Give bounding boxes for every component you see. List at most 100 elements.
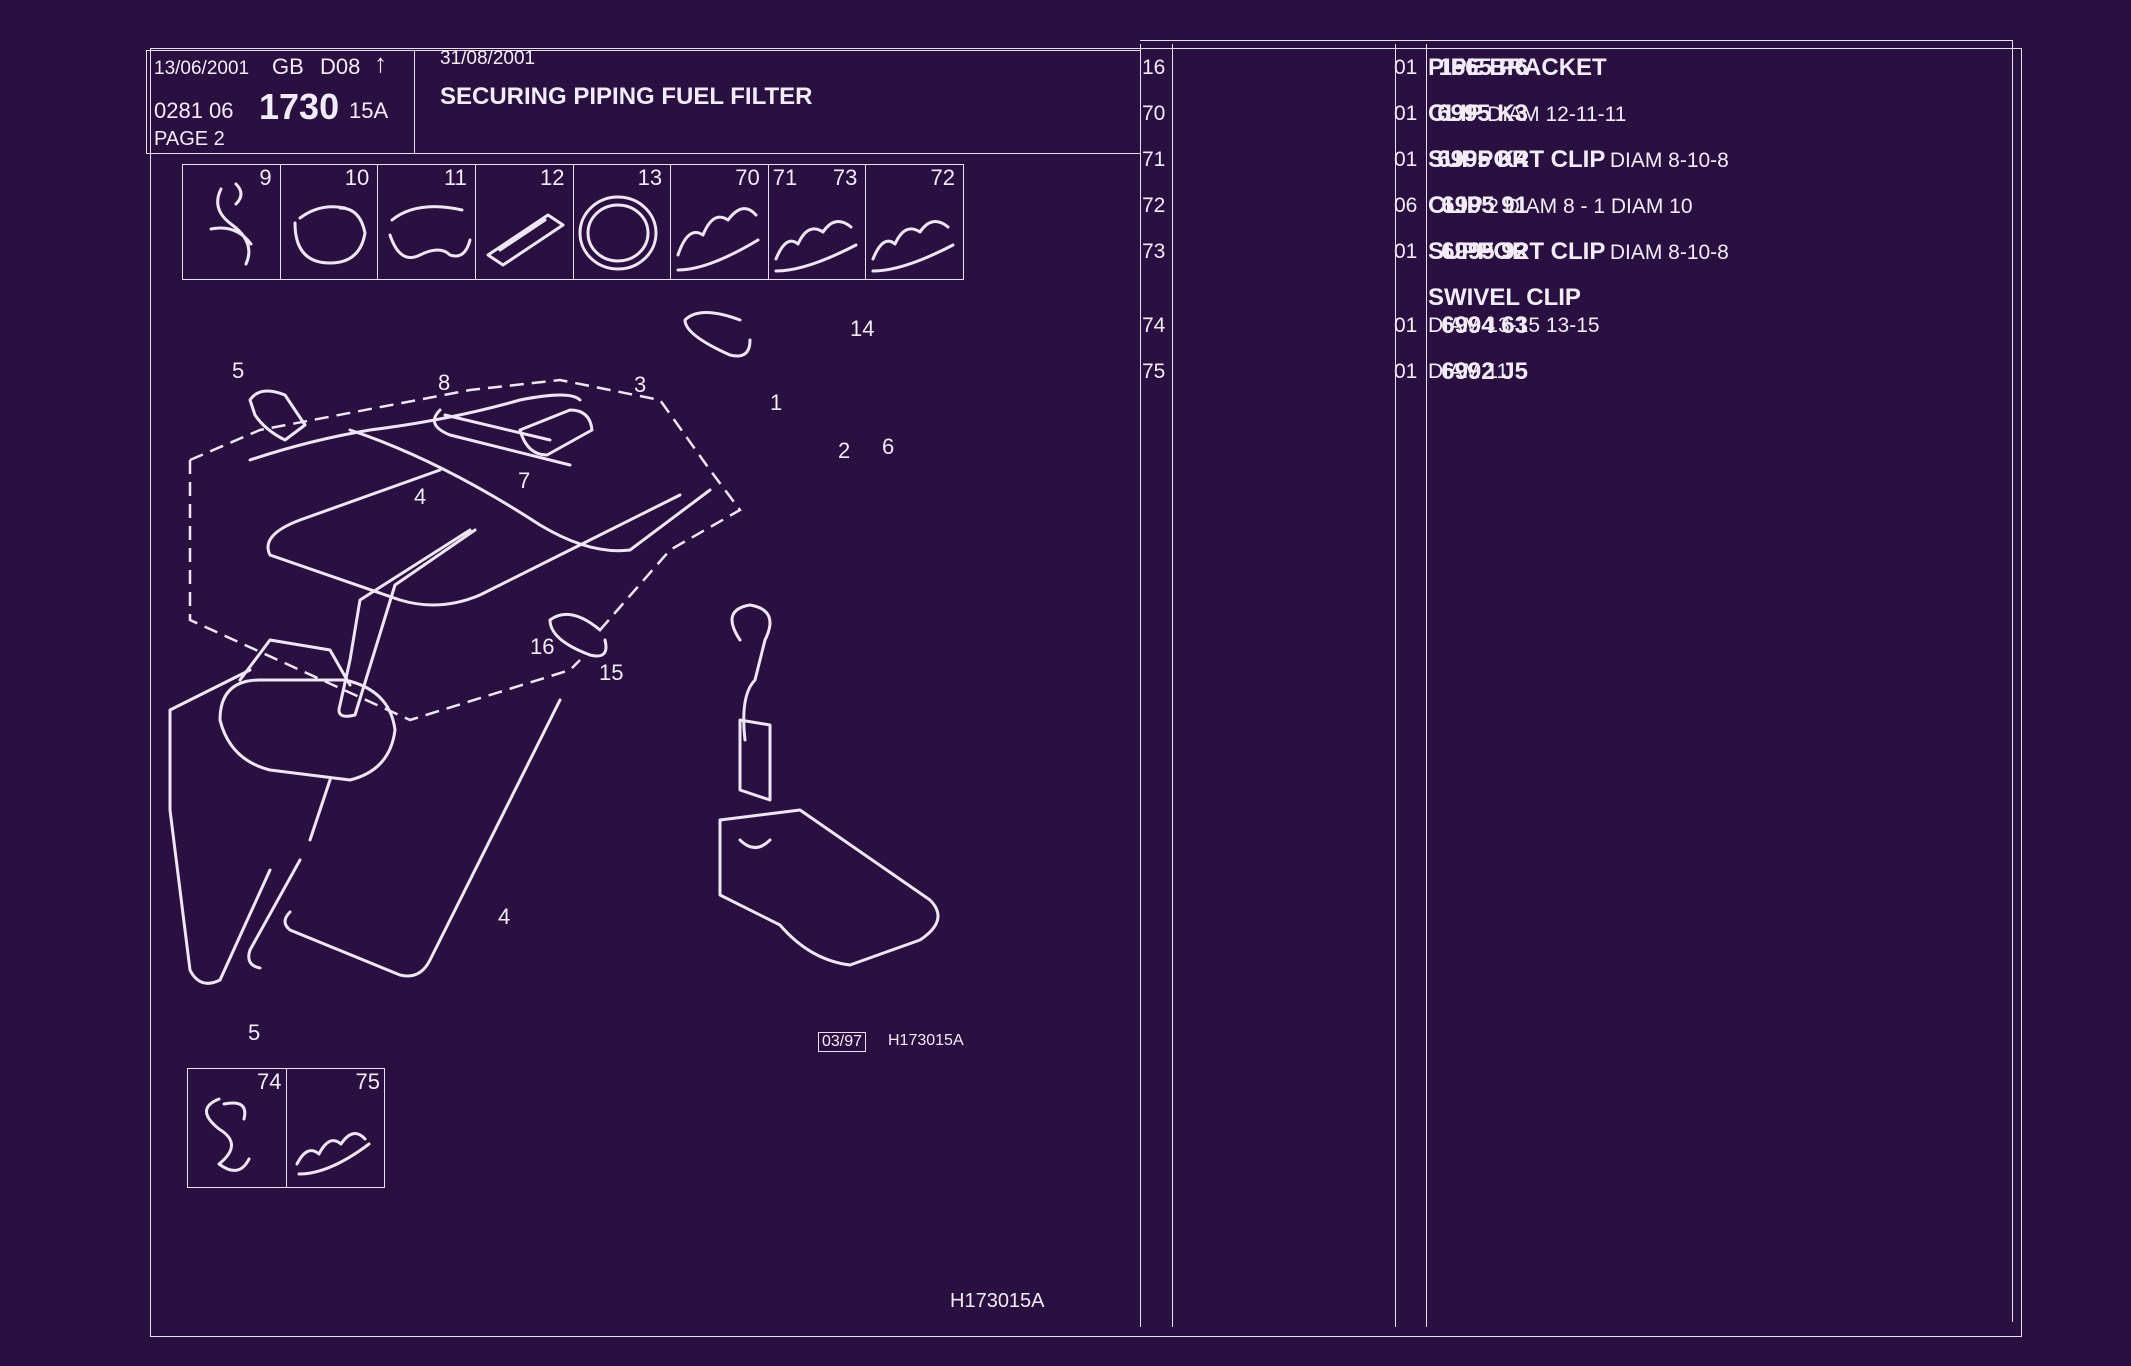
part-description: SUPPORT CLIP DIAM 8-10-8 — [1428, 238, 1729, 266]
callout-number: 14 — [850, 316, 875, 341]
part-name: SWIVEL CLIP — [1428, 284, 1581, 311]
part-index: 72 — [1142, 194, 1166, 217]
part-reference: 6994 63 — [1441, 312, 1528, 339]
thumbnail-label: 12 — [540, 165, 565, 190]
diagram-ref-code: H173015A — [888, 1032, 964, 1049]
date-right: 31/08/2001 — [440, 48, 536, 69]
header-divider — [414, 50, 415, 153]
thumbnail-label: 72 — [930, 165, 955, 190]
part-quantity: 01 — [1394, 148, 1418, 171]
clip-icon — [774, 220, 858, 273]
part-name: SUPPORT CLIP — [1428, 238, 1606, 265]
outer-frame — [150, 48, 2022, 1337]
page-title: SECURING PIPING FUEL FILTER — [440, 83, 813, 110]
clip-icon — [388, 205, 472, 259]
callout-number: 2 — [838, 438, 851, 463]
group-suffix: 15A — [349, 98, 389, 123]
part-detail: DIAM 8-10-8 — [1609, 149, 1729, 172]
column-divider-ref — [1395, 44, 1396, 1327]
date-left: 13/06/2001 — [154, 58, 250, 79]
parts-row: 70 6995 K3 01 CLIP DIAM 12-11-11 — [1142, 98, 2012, 138]
parts-row: 71 6995 K4 01 SUPPORT CLIP DIAM 8-10-8 — [1142, 144, 2012, 184]
clip-icon — [871, 220, 955, 273]
part-description: SWIVEL CLIP — [1428, 284, 1581, 312]
thumbnail-label: 13 — [637, 165, 663, 190]
fuel-tank — [718, 808, 940, 967]
callout-number: 7 — [518, 468, 531, 493]
hose-15 — [548, 612, 608, 658]
thumbnail-label: 70 — [735, 165, 760, 190]
part-quantity: 06 — [1394, 194, 1418, 217]
thumbnail-clip: 13 — [574, 165, 672, 279]
part-description: DIAM 13-15 13-15 — [1428, 314, 1600, 338]
thumbnail-label: 11 — [444, 165, 467, 190]
header-left-line — [146, 50, 147, 153]
thumbnail-strip-bottom: 74 75 — [187, 1068, 385, 1188]
header-top-line — [146, 50, 1140, 51]
parts-row: 16 1565 P6 01 PIPE BRACKET — [1142, 52, 2012, 92]
swivel-clip-icon — [205, 1097, 251, 1172]
part-detail: DIAM 13-15 13-15 — [1428, 314, 1600, 337]
top-border-right — [1140, 40, 2012, 41]
hose-14 — [683, 311, 752, 358]
part-description: DIAM 11 — [1428, 360, 1508, 384]
part-quantity: 01 — [1394, 56, 1418, 79]
callout-number: 4 — [414, 484, 427, 509]
group-prefix: 0281 06 — [154, 98, 234, 123]
group-number: 1730 — [259, 86, 340, 127]
part-index: 73 — [1142, 240, 1166, 263]
diagram-outline — [188, 378, 742, 722]
part-name: PIPE BRACKET — [1428, 54, 1607, 81]
clip-icon — [486, 213, 565, 267]
pipe-4-upper — [266, 468, 682, 607]
parts-row: 73 6995 92 01 SUPPORT CLIP DIAM 8-10-8 — [1142, 236, 2012, 276]
thumbnail-clip: 9 — [183, 165, 281, 279]
hose-5-top — [248, 389, 307, 442]
model-code: D08 — [320, 54, 361, 79]
clip-icon — [293, 205, 367, 265]
thumbnail-clip: 70 — [671, 165, 769, 279]
thumbnail-clip: 12 — [476, 165, 574, 279]
callout-number: 5 — [232, 358, 245, 383]
callout-number: 16 — [530, 634, 555, 659]
part-description: CLIP 2 DIAM 8 - 1 DIAM 10 — [1428, 192, 1693, 220]
part-quantity: 01 — [1394, 240, 1418, 263]
callout-number: 4 — [498, 904, 511, 929]
parts-row: 74 6994 63 01 DIAM 13-15 13-15 — [1142, 310, 2012, 350]
thumbnail-label: 74 — [257, 1069, 282, 1094]
region-code: GB — [272, 54, 304, 79]
callout-number: 1 — [770, 390, 783, 415]
part-description: CLIP DIAM 12-11-11 — [1428, 100, 1626, 128]
fuel-pump-module — [730, 603, 772, 802]
fuel-filter-1 — [518, 408, 594, 457]
part-quantity: 01 — [1394, 102, 1418, 125]
thumbnail-clip: 75 — [287, 1069, 385, 1187]
page-label: PAGE 2 — [154, 128, 225, 150]
part-index: 71 — [1142, 148, 1166, 171]
callout-number: 3 — [634, 372, 647, 397]
parts-row: 72 6995 91 06 CLIP 2 DIAM 8 - 1 DIAM 10 — [1142, 190, 2012, 230]
part-index: 16 — [1142, 56, 1166, 79]
thumbnail-clip: 71 73 — [769, 165, 867, 279]
hose-5-lower — [168, 668, 272, 985]
part-name: CLIP — [1428, 100, 1483, 127]
pipe-4-lower — [283, 698, 562, 978]
part-detail: DIAM 12-11-11 — [1487, 103, 1627, 126]
pipe-7 — [348, 428, 712, 553]
thumbnail-label: 75 — [355, 1069, 380, 1094]
part-detail: DIAM 11 — [1428, 360, 1509, 383]
part-index: 75 — [1142, 360, 1166, 383]
thumbnail-label: 10 — [344, 165, 370, 190]
clip-icon — [295, 1132, 370, 1176]
part-quantity: 01 — [1394, 314, 1418, 337]
right-border — [2012, 40, 2013, 1322]
part-reference: 6995 K4 — [1437, 146, 1528, 173]
part-detail: 2 DIAM 8 - 1 DIAM 10 — [1487, 195, 1693, 218]
hose-5-lower-b — [247, 858, 302, 970]
thumbnail-label: 9 — [259, 165, 272, 190]
part-quantity: 01 — [1394, 360, 1418, 383]
part-reference: 6992 J5 — [1441, 358, 1528, 385]
thumbnail-clip: 11 — [378, 165, 476, 279]
diagram-ref-date: 03/97 — [818, 1032, 867, 1052]
